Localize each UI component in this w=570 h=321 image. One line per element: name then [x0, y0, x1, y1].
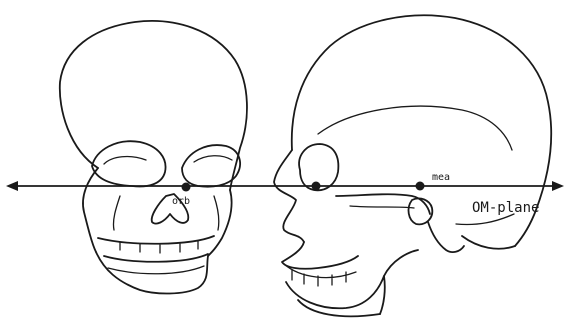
frontal-right-orbit	[182, 145, 240, 187]
lateral-temporal-line	[318, 106, 512, 150]
frontal-maxilla	[113, 196, 218, 230]
om-plane-label: OM-plane	[472, 200, 539, 216]
lateral-zygomatic-arch	[336, 194, 430, 214]
mea-point	[416, 182, 425, 191]
om-plane-line	[6, 181, 564, 191]
right-arrowhead	[552, 181, 564, 191]
lateral-occipital-base	[462, 236, 515, 249]
orb-point	[182, 183, 191, 192]
lateral-maxilla	[282, 242, 358, 269]
left-arrowhead	[6, 181, 18, 191]
frontal-right-orbit-inner	[194, 156, 232, 162]
orb-label: orb	[172, 196, 190, 207]
frontal-left-cheek	[83, 168, 98, 252]
frontal-left-orbit-inner	[104, 157, 146, 164]
frontal-skull	[60, 21, 247, 294]
frontal-cranium-outline	[60, 21, 247, 190]
lateral-skull	[274, 15, 551, 316]
mea-label: mea	[432, 172, 450, 183]
lateral-zygomatic-lower	[350, 206, 414, 208]
frontal-right-cheek	[208, 190, 232, 256]
frontal-lower-teeth	[104, 254, 208, 262]
frontal-left-orbit	[92, 141, 166, 186]
lateral-orbit-point	[312, 182, 321, 191]
lateral-mastoid	[428, 222, 464, 252]
frontal-upper-teeth	[98, 236, 214, 244]
frontal-chin-lines	[108, 266, 204, 274]
